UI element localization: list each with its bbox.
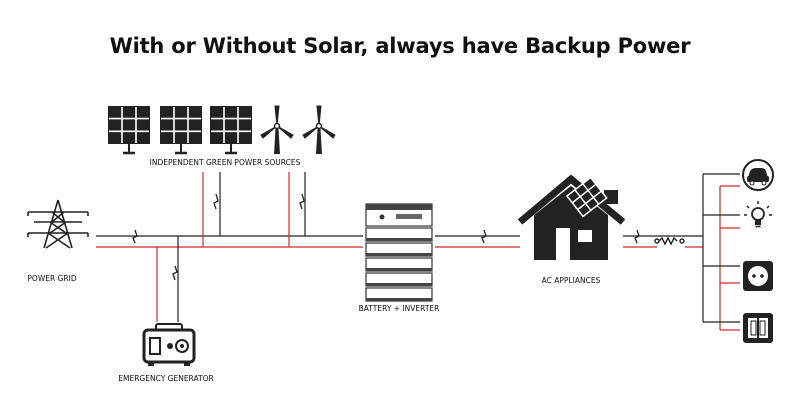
light-switch-icon: [743, 313, 773, 343]
battery-stack-icon: [365, 203, 433, 302]
battery-inverter-label: BATTERY + INVERTER: [359, 304, 440, 313]
emergency-generator-label: EMERGENCY GENERATOR: [118, 374, 213, 383]
ac-appliances-label: AC APPLIANCES: [542, 276, 601, 285]
house-icon: [517, 174, 626, 260]
wind-turbine-icon: [260, 105, 294, 154]
page-title: With or Without Solar, always have Backu…: [109, 34, 691, 58]
car-icon: [742, 159, 774, 191]
switch-symbol-icon: [132, 193, 640, 281]
wind-turbine-icon: [302, 105, 336, 154]
solar-panel-icon: [160, 106, 202, 155]
resistor-symbol-icon: [654, 236, 685, 246]
power-grid-label: POWER GRID: [27, 274, 76, 283]
transmission-tower-icon: [27, 199, 89, 249]
power-lines: [96, 172, 740, 331]
solar-panel-icon: [210, 106, 252, 155]
green-sources-label: INDEPENDENT GREEN POWER SOURCES: [150, 158, 301, 167]
light-bulb-icon: [744, 201, 772, 228]
solar-panel-icon: [108, 106, 150, 155]
generator-icon: [142, 323, 196, 366]
power-outlet-icon: [743, 261, 773, 291]
